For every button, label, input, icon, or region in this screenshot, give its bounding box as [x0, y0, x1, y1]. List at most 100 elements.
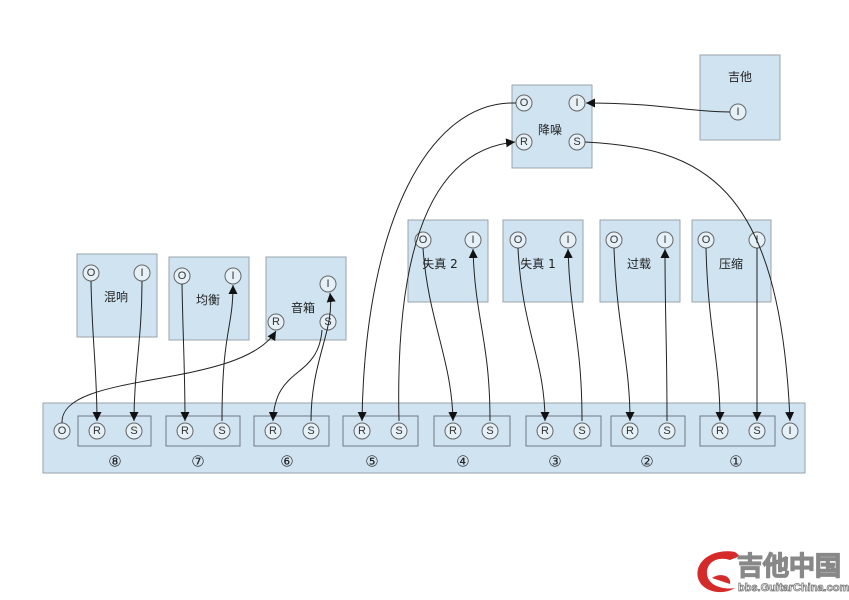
- port-o: O: [173, 267, 191, 285]
- device-label: 混响: [104, 289, 128, 304]
- svg-text:R: R: [626, 425, 634, 437]
- wire-amp-s: [268, 329, 323, 422]
- loop-number: ⑤: [365, 454, 378, 471]
- wire-dist2-i: [468, 248, 491, 422]
- loop-number: ⑧: [108, 454, 121, 471]
- loop-6: R S ⑥: [253, 415, 330, 471]
- svg-text:O: O: [514, 234, 523, 246]
- loop-group: [610, 415, 686, 447]
- svg-text:R: R: [181, 425, 189, 437]
- wire-dist1-o: [517, 247, 550, 422]
- svg-text:O: O: [610, 234, 619, 246]
- svg-text:S: S: [307, 425, 314, 437]
- port-o: O: [509, 231, 527, 249]
- port-o: O: [82, 264, 100, 282]
- loop-group: [253, 415, 330, 447]
- loop-4: R S④: [433, 415, 511, 471]
- svg-text:R: R: [716, 425, 724, 437]
- port-i: I: [133, 264, 151, 282]
- port-i: I: [224, 267, 242, 285]
- wire-gate-send-to-in: [584, 141, 795, 422]
- device-label: 失真 1: [520, 256, 555, 271]
- port-r: R: [176, 422, 194, 440]
- port-i: I: [319, 275, 337, 293]
- svg-text:S: S: [324, 316, 331, 328]
- port-s: S: [390, 422, 408, 440]
- svg-text:R: R: [272, 316, 280, 328]
- svg-text:O: O: [87, 267, 96, 279]
- loop-8: R S ⑧: [77, 415, 152, 471]
- svg-text:S: S: [573, 136, 580, 148]
- loop-group: [525, 415, 602, 447]
- device-label: 吉他: [728, 70, 752, 84]
- device-amp: 音箱 I R S: [265, 256, 347, 341]
- port-r: R: [267, 313, 285, 331]
- dragon-icon: [697, 551, 740, 593]
- svg-text:R: R: [520, 136, 528, 148]
- wire-od-o: [613, 247, 635, 422]
- watermark-logo: 吉他中国 bbs.GuitarChina.com: [697, 551, 849, 594]
- svg-text:I: I: [140, 267, 143, 279]
- device-label: 过载: [627, 257, 651, 271]
- wire-reverb-o: [90, 280, 102, 422]
- device-compressor: 压缩 O I: [691, 219, 772, 303]
- device-noise-gate: 降噪 O I R S: [511, 84, 593, 169]
- svg-text:O: O: [178, 270, 187, 282]
- wire-comp-o: [705, 247, 725, 422]
- port-s: S: [568, 133, 586, 151]
- wire-dist2-o: [422, 247, 458, 422]
- port-r: R: [711, 422, 729, 440]
- svg-text:S: S: [395, 425, 402, 437]
- wire-dist1-i: [563, 248, 583, 422]
- port-r: R: [621, 422, 639, 440]
- svg-text:S: S: [753, 425, 760, 437]
- wire-eq-i: [221, 284, 238, 422]
- wire-od-i: [660, 248, 670, 422]
- device-label: 均衡: [196, 293, 220, 307]
- svg-text:R: R: [449, 425, 457, 437]
- wire-reverb-i: [129, 280, 143, 422]
- device-reverb: 混响 O I: [76, 253, 158, 338]
- wire-guitar-to-gate: [585, 98, 731, 113]
- port-s: S: [481, 422, 499, 440]
- loop-group: [433, 415, 511, 447]
- device-overdrive: 过载 O I: [599, 219, 681, 303]
- loop-number: ①: [729, 454, 742, 471]
- port-i: I: [656, 231, 674, 249]
- port-r: R: [88, 422, 106, 440]
- svg-text:S: S: [130, 425, 137, 437]
- port-r: R: [264, 422, 282, 440]
- wires: [61, 98, 795, 424]
- svg-text:吉他中国: 吉他中国: [737, 552, 841, 582]
- port-r: R: [536, 422, 554, 440]
- svg-text:O: O: [702, 234, 711, 246]
- port-o: O: [697, 231, 715, 249]
- svg-text:O: O: [58, 425, 67, 437]
- svg-text:bbs.GuitarChina.com: bbs.GuitarChina.com: [738, 582, 849, 594]
- port-s: S: [319, 313, 337, 331]
- port-o: O: [605, 231, 623, 249]
- port-i: I: [559, 231, 577, 249]
- port-s: S: [658, 422, 676, 440]
- svg-text:I: I: [575, 97, 578, 109]
- port-s: S: [302, 422, 320, 440]
- loop-1: R S ①: [699, 415, 776, 471]
- svg-text:S: S: [218, 425, 225, 437]
- device-distortion1: 失真 1 O I: [502, 219, 584, 303]
- loop-number: ⑥: [280, 454, 293, 471]
- wire-amp-i: [310, 292, 336, 422]
- device-label: 压缩: [719, 256, 743, 271]
- svg-text:I: I: [231, 270, 234, 282]
- device-label: 音箱: [291, 300, 315, 315]
- port-in: I: [781, 422, 799, 440]
- port-r: R: [515, 133, 533, 151]
- device-label: 降噪: [538, 123, 562, 137]
- loop-number: ④: [456, 454, 469, 471]
- svg-text:O: O: [419, 234, 428, 246]
- port-r: R: [444, 422, 462, 440]
- svg-text:S: S: [663, 425, 670, 437]
- svg-text:R: R: [269, 425, 277, 437]
